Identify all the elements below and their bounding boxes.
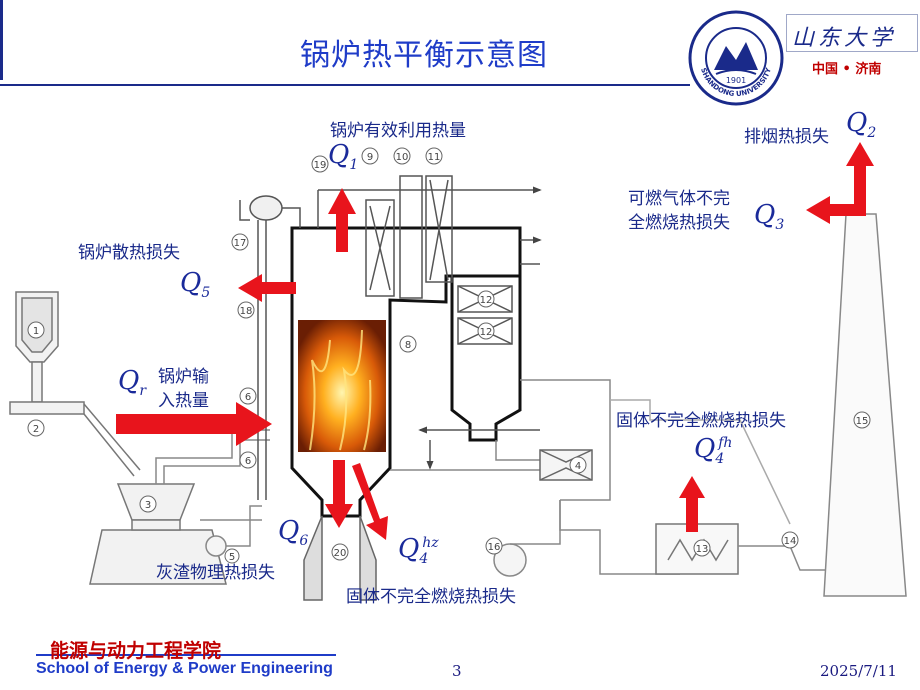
q2-label: 排烟热损失: [744, 127, 829, 147]
component-marker: 18: [237, 301, 255, 319]
qr-symbol: Qr: [118, 366, 147, 400]
q6-arrow: [325, 460, 353, 528]
chimney: [823, 213, 907, 597]
svg-text:12: 12: [480, 295, 493, 306]
component-marker: 12: [477, 290, 495, 308]
header-rule: [0, 84, 690, 86]
university-location: 中国 • 济南: [812, 62, 882, 77]
component-marker: 8: [399, 335, 417, 353]
q5-symbol: Q5: [180, 268, 211, 302]
component-marker: 20: [331, 543, 349, 561]
component-marker: 19: [311, 155, 329, 173]
component-marker: 6: [239, 451, 257, 469]
q2-symbol: Q2: [846, 108, 877, 142]
component-marker: 13: [693, 539, 711, 557]
svg-text:20: 20: [334, 548, 347, 559]
component-marker: 9: [361, 147, 379, 165]
svg-text:5: 5: [229, 552, 235, 563]
university-calligraphy: 山东大学: [792, 26, 897, 51]
q3-label-line1: 可燃气体不完: [628, 189, 730, 209]
q4hz-label: 固体不完全燃烧热损失: [346, 587, 516, 607]
q6-symbol: Q6: [278, 516, 309, 550]
coal-mill: [89, 483, 227, 585]
university-seal: 1901 SHANDONG UNIVERSITY: [688, 10, 784, 106]
component-marker: 15: [853, 411, 871, 429]
superheater: [365, 175, 453, 299]
svg-text:1: 1: [33, 326, 39, 337]
qr-arrow: [116, 402, 272, 446]
svg-text:3: 3: [145, 500, 151, 511]
q3-symbol: Q3: [754, 200, 785, 234]
q4fh-label: 固体不完全燃烧热损失: [616, 411, 786, 431]
svg-text:2: 2: [33, 424, 39, 435]
component-marker: 3: [139, 495, 157, 513]
school-name-en: School of Energy & Power Engineering: [36, 660, 333, 677]
q5-arrow: [238, 274, 296, 302]
component-marker: 12: [477, 322, 495, 340]
svg-text:19: 19: [314, 160, 327, 171]
induced-draft-fan: [493, 500, 561, 577]
q3-arrow: [806, 196, 866, 224]
page-number: 3: [452, 662, 462, 680]
q3-label-line2: 全燃烧热损失: [628, 213, 730, 233]
component-marker: 4: [569, 456, 587, 474]
page-title: 锅炉热平衡示意图: [300, 38, 548, 73]
svg-text:15: 15: [856, 416, 869, 427]
q4fh-symbol: Q4fh: [694, 434, 733, 468]
heat-flow-arrows: [116, 142, 874, 540]
q5-label: 锅炉散热损失: [78, 243, 180, 263]
qr-label-line2: 入热量: [158, 391, 209, 411]
header-divider: [0, 0, 3, 80]
component-marker: 14: [781, 531, 799, 549]
component-marker: 16: [485, 537, 503, 555]
svg-text:6: 6: [245, 392, 251, 403]
svg-text:9: 9: [367, 152, 373, 163]
svg-text:18: 18: [240, 306, 253, 317]
component-marker: 5: [224, 548, 240, 564]
slide-date: 2025/7/11: [820, 662, 897, 680]
svg-text:6: 6: [245, 456, 251, 467]
q1-arrow: [328, 188, 356, 252]
q2-arrow: [846, 142, 874, 214]
component-marker: 17: [231, 233, 249, 251]
component-marker: 1: [27, 321, 45, 339]
q4hz-symbol: Q4hz: [398, 534, 439, 568]
coal-hopper: [15, 291, 59, 403]
component-marker: 10: [393, 147, 411, 165]
svg-text:4: 4: [575, 461, 581, 472]
boiler-diagram: 1 2 3 4 5 6 6 8 9 10 11 12 12 13 14 15 1…: [9, 142, 907, 601]
svg-text:17: 17: [234, 238, 247, 249]
component-marker: 2: [27, 419, 45, 437]
svg-text:11: 11: [428, 152, 441, 163]
component-marker: 11: [425, 147, 443, 165]
q6-label: 灰渣物理热损失: [156, 563, 275, 583]
school-name-cn: 能源与动力工程学院: [50, 640, 222, 662]
svg-text:14: 14: [784, 536, 797, 547]
q1-label: 锅炉有效利用热量: [330, 121, 466, 141]
q4fh-arrow: [679, 476, 705, 532]
svg-text:13: 13: [696, 544, 709, 555]
footer-rule: [36, 654, 336, 656]
svg-text:16: 16: [488, 542, 501, 553]
svg-text:12: 12: [480, 327, 493, 338]
coal-feeder: [9, 401, 141, 477]
svg-text:8: 8: [405, 340, 411, 351]
furnace-flame: [298, 320, 386, 452]
q4hz-arrow: [352, 463, 388, 540]
svg-text:10: 10: [396, 152, 409, 163]
component-marker: 6: [239, 387, 257, 405]
ash-hopper: [303, 515, 377, 601]
q1-symbol: Q1: [328, 140, 359, 174]
forced-draft-fan: [205, 505, 262, 557]
qr-label-line1: 锅炉输: [158, 367, 209, 387]
seal-year: 1901: [726, 76, 746, 85]
logo-box: [786, 14, 918, 52]
steam-drum: [239, 195, 301, 500]
